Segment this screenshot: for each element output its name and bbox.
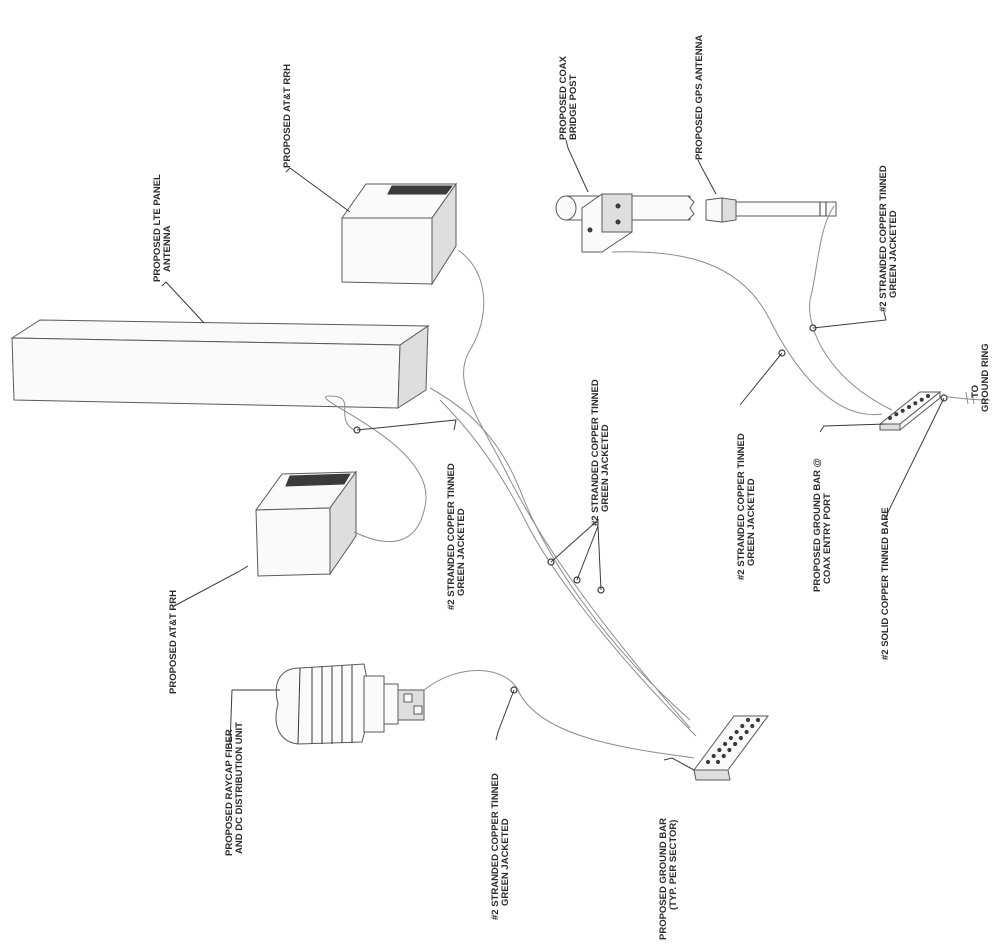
wire-network xyxy=(325,205,991,759)
ground-bar-hole xyxy=(738,735,744,741)
wire-connection-points xyxy=(353,324,948,694)
label-att-rrh-top: PROPOSED AT&T RRH xyxy=(282,64,293,168)
ground-bar-hole xyxy=(907,405,911,409)
label-wire-rrh-left-line1: #2 STRANDED COPPER TINNED xyxy=(446,463,457,610)
label-att-rrh-left-text: PROPOSED AT&T RRH xyxy=(168,590,179,694)
label-att-rrh-left: PROPOSED AT&T RRH xyxy=(168,590,179,694)
ground-bar-hole xyxy=(711,753,716,759)
label-wire-center-line2: GREEN JACKETED xyxy=(600,424,611,512)
ground-bar-hole xyxy=(750,723,755,729)
leader-lines xyxy=(161,139,945,771)
label-ground-bar-sector-line2: (TYP. PER SECTOR) xyxy=(668,820,679,910)
label-wire-rrh-left: #2 STRANDED COPPER TINNED GREEN JACKETED xyxy=(446,463,467,610)
att-rrh-top xyxy=(341,182,457,286)
label-lte-panel-antenna-line1: PROPOSED LTE PANEL xyxy=(152,174,163,282)
label-wire-gps-line2: GREEN JACKETED xyxy=(888,210,899,298)
ground-bar-sector xyxy=(693,715,769,781)
label-ground-ring-line1: TO xyxy=(970,385,981,398)
label-coax-bridge-post: PROPOSED COAX BRIDGE POST xyxy=(558,55,579,140)
label-ground-ring: TO GROUND RING xyxy=(970,343,991,412)
label-coax-bridge-post-line2: BRIDGE POST xyxy=(568,74,579,140)
ground-bar-hole xyxy=(745,717,751,723)
ground-bar-coax xyxy=(878,390,942,432)
ground-bar-hole xyxy=(727,747,732,753)
ground-bar-hole xyxy=(744,729,749,735)
ground-bar-hole xyxy=(894,412,899,417)
label-lte-panel-antenna-line2: ANTENNA xyxy=(162,225,173,272)
ground-bar-hole xyxy=(705,759,711,765)
ground-bar-hole xyxy=(721,753,726,759)
ground-bar-hole xyxy=(734,729,739,735)
label-wire-bridge-line1: #2 STRANDED COPPER TINNED xyxy=(736,433,747,580)
label-att-rrh-top-text: PROPOSED AT&T RRH xyxy=(282,64,293,168)
label-wire-raycap-line2: GREEN JACKETED xyxy=(500,818,511,906)
coax-bridge-post xyxy=(555,193,695,253)
label-wire-raycap-line1: #2 STRANDED COPPER TINNED xyxy=(490,773,501,920)
label-wire-raycap: #2 STRANDED COPPER TINNED GREEN JACKETED xyxy=(490,773,511,920)
label-wire-gps: #2 STRANDED COPPER TINNED GREEN JACKETED xyxy=(878,165,899,312)
label-wire-rrh-left-line2: GREEN JACKETED xyxy=(456,508,467,596)
label-solid-wire: #2 SOLID COPPER TINNED BARE xyxy=(880,507,891,660)
label-raycap: PROPOSED RAYCAP FIBER AND DC DISTRIBUTIO… xyxy=(224,722,245,856)
label-wire-center-line1: #2 STRANDED COPPER TINNED xyxy=(590,379,601,526)
label-ground-ring-line2: GROUND RING xyxy=(980,343,991,412)
label-gps-antenna: PROPOSED GPS ANTENNA xyxy=(694,35,705,160)
label-gps-antenna-text: PROPOSED GPS ANTENNA xyxy=(694,35,705,160)
ground-bar-hole xyxy=(728,735,734,741)
ground-bar-hole xyxy=(715,759,721,765)
ground-bar-hole xyxy=(740,723,745,729)
label-raycap-line2: AND DC DISTRIBUTION UNIT xyxy=(234,722,245,854)
raycap-distribution-unit xyxy=(275,663,425,745)
lte-panel-antenna xyxy=(10,319,430,409)
ground-bar-hole xyxy=(888,416,892,420)
ground-bar-hole xyxy=(717,747,722,753)
label-ground-bar-coax-line1: PROPOSED GROUND BAR @ xyxy=(812,458,823,592)
label-ground-bar-coax-line2: COAX ENTRY PORT xyxy=(822,493,833,584)
ground-bar-hole xyxy=(755,717,761,723)
ground-bar-hole xyxy=(723,741,728,747)
label-ground-bar-sector: PROPOSED GROUND BAR (TYP. PER SECTOR) xyxy=(658,818,679,940)
att-rrh-left xyxy=(255,470,357,577)
label-solid-wire-text: #2 SOLID COPPER TINNED BARE xyxy=(880,507,891,660)
label-wire-bridge: #2 STRANDED COPPER TINNED GREEN JACKETED xyxy=(736,433,757,580)
label-raycap-line1: PROPOSED RAYCAP FIBER xyxy=(224,729,235,856)
label-lte-panel-antenna: PROPOSED LTE PANEL ANTENNA xyxy=(152,174,173,282)
label-wire-gps-line1: #2 STRANDED COPPER TINNED xyxy=(878,165,889,312)
ground-bar-hole xyxy=(919,397,924,402)
ground-bar-hole xyxy=(913,401,918,406)
ground-bar-hole xyxy=(926,394,930,398)
label-ground-bar-coax: PROPOSED GROUND BAR @ COAX ENTRY PORT xyxy=(812,458,833,592)
label-wire-bridge-line2: GREEN JACKETED xyxy=(746,478,757,566)
ground-bar-hole xyxy=(733,741,738,747)
label-wire-center: #2 STRANDED COPPER TINNED GREEN JACKETED xyxy=(590,379,611,526)
label-ground-bar-sector-line1: PROPOSED GROUND BAR xyxy=(658,818,669,940)
ground-bar-hole xyxy=(900,408,905,413)
gps-antenna xyxy=(705,197,837,223)
label-coax-bridge-post-line1: PROPOSED COAX xyxy=(558,55,569,140)
